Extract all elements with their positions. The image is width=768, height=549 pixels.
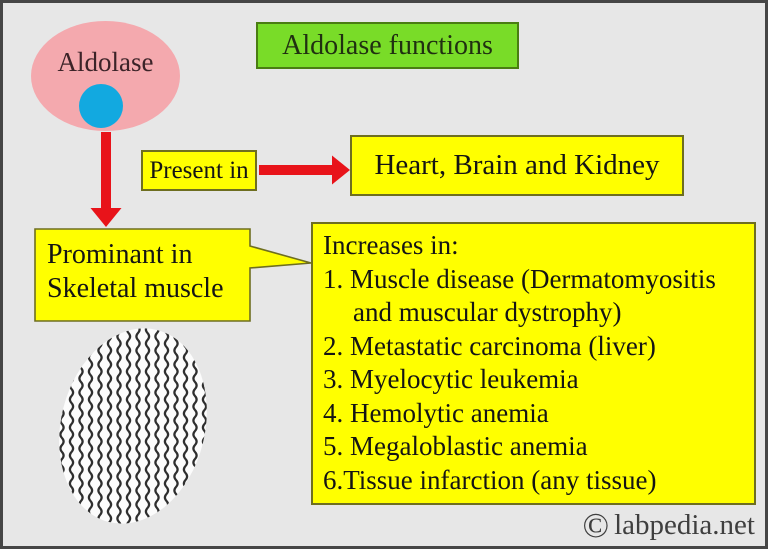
arrow-right-icon: [259, 155, 350, 185]
watermark-label: labpedia.net: [614, 509, 755, 541]
increases-line: 1. Muscle disease (Dermatomyositis: [323, 263, 716, 294]
increases-line: 4. Hemolytic anemia: [323, 397, 549, 428]
increases-line: 3. Myelocytic leukemia: [323, 364, 579, 394]
prominent-callout-shape: [34, 228, 312, 322]
increases-box: Increases in: 1. Muscle disease (Dermato…: [311, 222, 756, 505]
increases-line: 5. Megaloblastic anemia: [323, 431, 588, 461]
prominent-text: Prominant in Skeletal muscle: [47, 238, 247, 306]
heart-brain-kidney-box: Heart, Brain and Kidney: [350, 135, 684, 196]
skeletal-muscle-fibers-icon: [59, 318, 208, 533]
prominent-line2: Skeletal muscle: [47, 273, 224, 304]
copyright-icon: ©: [582, 506, 610, 545]
heart-brain-kidney-label: Heart, Brain and Kidney: [374, 149, 660, 181]
increases-heading: Increases in:: [323, 230, 459, 260]
title-label: Aldolase functions: [282, 29, 493, 61]
watermark: © labpedia.net: [582, 508, 755, 543]
aldolase-molecule-dot: [79, 84, 123, 128]
present-in-label: Present in: [149, 156, 249, 184]
arrow-down-icon: [90, 132, 122, 227]
increases-line: 6.Tissue infarction (any tissue): [323, 464, 657, 495]
title-box: Aldolase functions: [256, 22, 519, 69]
prominent-callout: [34, 228, 312, 322]
present-in-box: Present in: [141, 150, 257, 191]
prominent-line1: Prominant in: [47, 239, 193, 270]
aldolase-label: Aldolase: [57, 47, 154, 77]
increases-line: and muscular dystrophy): [353, 297, 622, 327]
increases-line: 2. Metastatic carcinoma (liver): [323, 330, 656, 361]
muscle-fiber-lines: [59, 318, 208, 533]
